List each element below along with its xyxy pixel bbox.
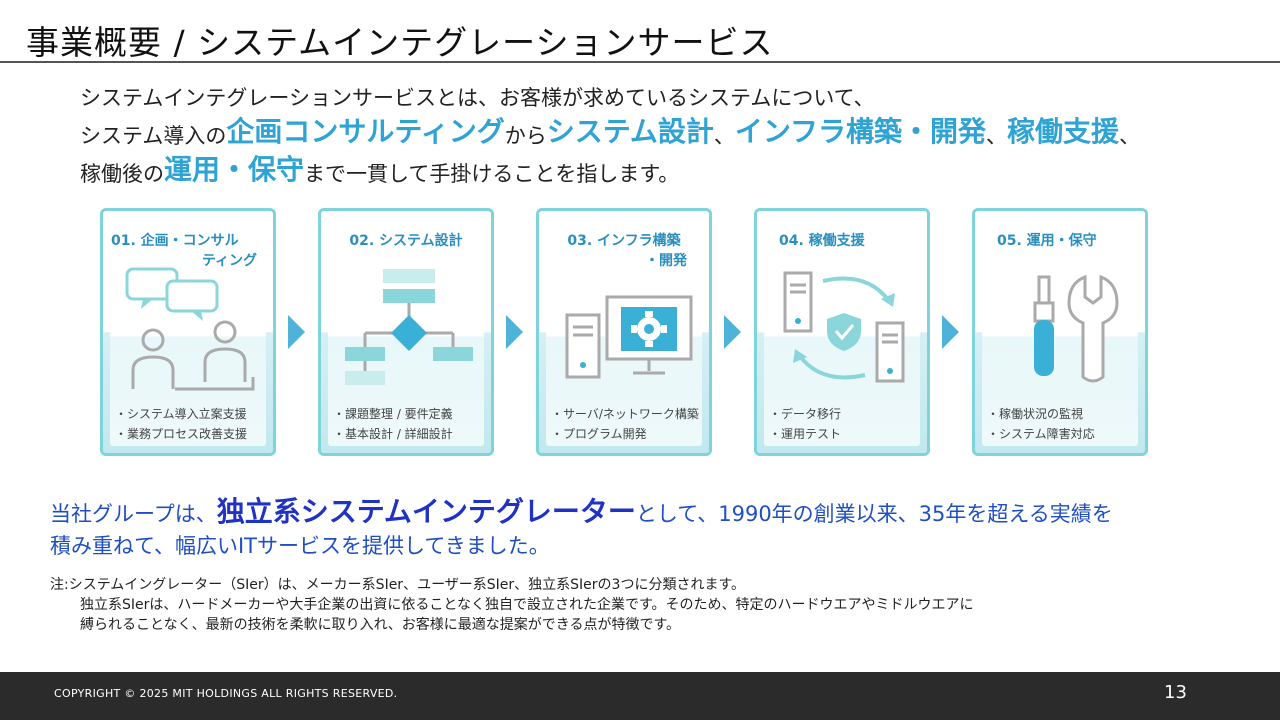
- intro-text-segment: 、: [986, 124, 1008, 148]
- footnote-line-3: 縛られることなく、最新の技術を柔軟に取り入れ、お客様に最適な提案ができる点が特徴…: [80, 617, 681, 633]
- step-card-2: 02. システム設計 ・課題整理 / 要件定義 ・基本設計 / 詳細設計: [318, 208, 494, 456]
- footnote-line-1: 注:システムイングレーター（SIer）は、メーカー系SIer、ユーザー系SIer…: [50, 577, 746, 593]
- flow-arrow-icon: [724, 315, 741, 349]
- highlight-system-design: システム設計: [546, 115, 714, 148]
- step-card-1: 01. 企画・コンサル ティング ・システム導入立案支援 ・業務プロセス改善支援: [100, 208, 276, 456]
- intro-text-segment: まで一貫して手掛けることを指します。: [304, 162, 680, 186]
- step-bullet: ・データ移行: [769, 407, 842, 421]
- flowchart-icon: [345, 269, 473, 385]
- step-bullets: ・システム導入立案支援 ・業務プロセス改善支援: [115, 404, 267, 444]
- service-flow: 01. 企画・コンサル ティング ・システム導入立案支援 ・業務プロセス改善支援…: [100, 208, 1160, 456]
- screwdriver-wrench-icon: [1033, 274, 1119, 383]
- highlight-infra: インフラ構築・開発: [734, 115, 987, 148]
- step-bullet: ・運用テスト: [769, 427, 842, 441]
- highlight-maintenance: 運用・保守: [164, 153, 305, 186]
- title-divider: [0, 61, 1280, 63]
- group-statement: 当社グループは、独立系システムインテグレーターとして、1990年の創業以来、35…: [50, 496, 1250, 562]
- highlight-consulting: 企画コンサルティング: [226, 115, 505, 148]
- group-text-segment: として、1990年の創業以来、35年を超える実績を: [635, 502, 1113, 526]
- page-number: 13: [1164, 682, 1187, 703]
- step-title-line: 03. インフラ構築: [567, 233, 681, 249]
- highlight-independent-sier: 独立系システムインテグレーター: [216, 495, 636, 528]
- intro-text-segment: から: [504, 124, 547, 148]
- intro-text-segment: 、: [1119, 124, 1141, 148]
- flow-arrow-icon: [942, 315, 959, 349]
- step-bullets: ・課題整理 / 要件定義 ・基本設計 / 詳細設計: [333, 404, 485, 444]
- group-text-segment: 当社グループは、: [50, 502, 217, 526]
- footnote-line-2: 独立系SIerは、ハードメーカーや大手企業の出資に依ることなく独自で設立された企…: [80, 597, 974, 613]
- group-statement-line-1: 当社グループは、独立系システムインテグレーターとして、1990年の創業以来、35…: [50, 496, 1250, 530]
- step-title-line: 04. 稼働支援: [779, 233, 865, 249]
- step-bullet: ・稼働状況の監視: [987, 407, 1084, 421]
- step-title-line: 05. 運用・保守: [997, 233, 1097, 249]
- flow-arrow-icon: [288, 315, 305, 349]
- step-title-line: ・開発: [645, 253, 687, 269]
- step-bullet: ・サーバ/ネットワーク構築: [551, 407, 699, 421]
- step-title: 03. インフラ構築 ・開発: [547, 231, 701, 271]
- step-title-line: ティング: [201, 253, 257, 269]
- step-title: 02. システム設計: [329, 231, 483, 251]
- consulting-icon: [125, 267, 255, 391]
- intro-text-segment: システム導入の: [80, 124, 227, 148]
- highlight-operation-support: 稼働支援: [1007, 115, 1120, 148]
- intro-line-2: システム導入の企画コンサルティングからシステム設計、インフラ構築・開発、稼働支援…: [80, 112, 1260, 150]
- intro-text: システムインテグレーションサービスとは、お客様が求めているシステムについて、 シ…: [80, 80, 1260, 188]
- step-bullets: ・サーバ/ネットワーク構築 ・プログラム開発: [551, 404, 703, 444]
- intro-text-segment: 稼働後の: [80, 162, 164, 186]
- step-title: 01. 企画・コンサル ティング: [111, 231, 265, 271]
- footnote: 注:システムイングレーター（SIer）は、メーカー系SIer、ユーザー系SIer…: [50, 575, 1250, 635]
- step-bullet: ・課題整理 / 要件定義: [333, 407, 453, 421]
- step-title: 05. 運用・保守: [983, 231, 1137, 251]
- server-monitor-gear-icon: [565, 295, 693, 379]
- group-statement-line-2: 積み重ねて、幅広いITサービスを提供してきました。: [50, 534, 550, 558]
- step-bullet: ・システム障害対応: [987, 427, 1095, 441]
- page-title: 事業概要 / システムインテグレーションサービス: [26, 23, 774, 62]
- copyright-text: COPYRIGHT © 2025 MIT HOLDINGS ALL RIGHTS…: [54, 687, 398, 700]
- intro-line-3: 稼働後の運用・保守まで一貫して手掛けることを指します。: [80, 150, 1260, 188]
- step-title: 04. 稼働支援: [765, 231, 919, 251]
- intro-line-1: システムインテグレーションサービスとは、お客様が求めているシステムについて、: [80, 80, 1260, 112]
- step-card-3: 03. インフラ構築 ・開発 ・サーバ/ネットワーク構築 ・プログラム開発: [536, 208, 712, 456]
- server-migration-shield-icon: [783, 271, 905, 383]
- step-bullets: ・稼働状況の監視 ・システム障害対応: [987, 404, 1139, 444]
- step-title-line: 02. システム設計: [349, 233, 463, 249]
- step-card-5: 05. 運用・保守 ・稼働状況の監視 ・システム障害対応: [972, 208, 1148, 456]
- intro-line-1-text: システムインテグレーションサービスとは、お客様が求めているシステムについて、: [80, 86, 875, 110]
- step-bullet: ・業務プロセス改善支援: [115, 427, 248, 441]
- step-bullet: ・システム導入立案支援: [115, 407, 247, 421]
- step-bullet: ・基本設計 / 詳細設計: [333, 427, 453, 441]
- footer-bar: COPYRIGHT © 2025 MIT HOLDINGS ALL RIGHTS…: [0, 672, 1280, 720]
- step-title-line: 01. 企画・コンサル: [111, 233, 239, 249]
- step-bullets: ・データ移行 ・運用テスト: [769, 404, 921, 444]
- intro-text-segment: 、: [713, 124, 735, 148]
- step-bullet: ・プログラム開発: [551, 427, 647, 441]
- flow-arrow-icon: [506, 315, 523, 349]
- step-card-4: 04. 稼働支援 ・データ移行 ・運用テスト: [754, 208, 930, 456]
